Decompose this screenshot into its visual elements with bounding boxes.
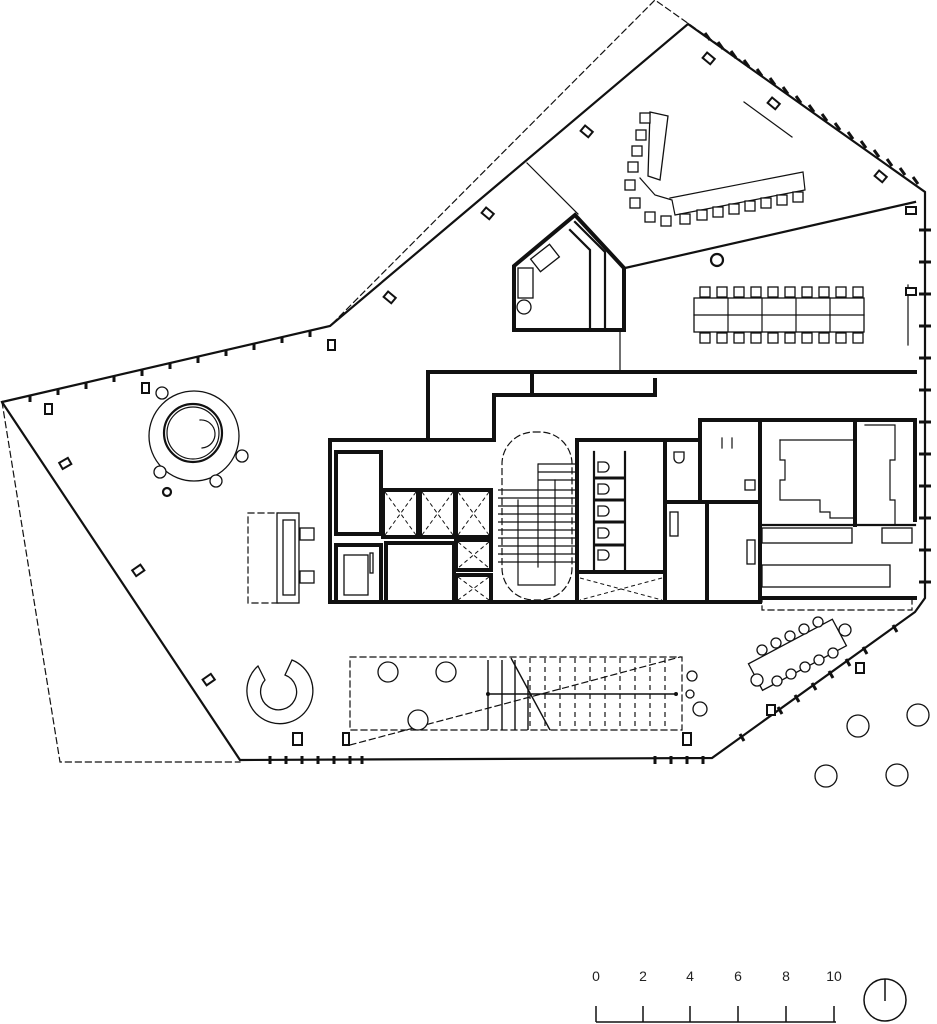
site-boundary — [1, 0, 741, 763]
round-pod — [148, 386, 249, 498]
reception-desk — [247, 512, 315, 604]
meeting-table — [693, 252, 865, 344]
scale-label-4: 4 — [686, 968, 694, 984]
curved-bench — [246, 659, 314, 725]
scale-label-0: 0 — [592, 968, 600, 984]
scale-label-10: 10 — [826, 968, 842, 984]
washrooms — [343, 437, 756, 596]
kitchen-area — [761, 424, 913, 611]
boardroom-table — [747, 616, 852, 692]
open-stair-dashed — [349, 656, 683, 746]
exterior-facade — [0, 22, 931, 764]
lift-shafts — [334, 450, 663, 604]
scale-bar — [595, 1006, 836, 1023]
columns — [44, 51, 917, 746]
cafe-tables — [377, 661, 930, 788]
scale-label-8: 8 — [782, 968, 790, 984]
scale-label-6: 6 — [734, 968, 742, 984]
north-arrow-icon — [863, 978, 907, 1022]
meeting-pod — [512, 212, 626, 371]
scale-label-2: 2 — [639, 968, 647, 984]
l-shaped-table — [624, 111, 806, 227]
stair — [498, 431, 575, 601]
